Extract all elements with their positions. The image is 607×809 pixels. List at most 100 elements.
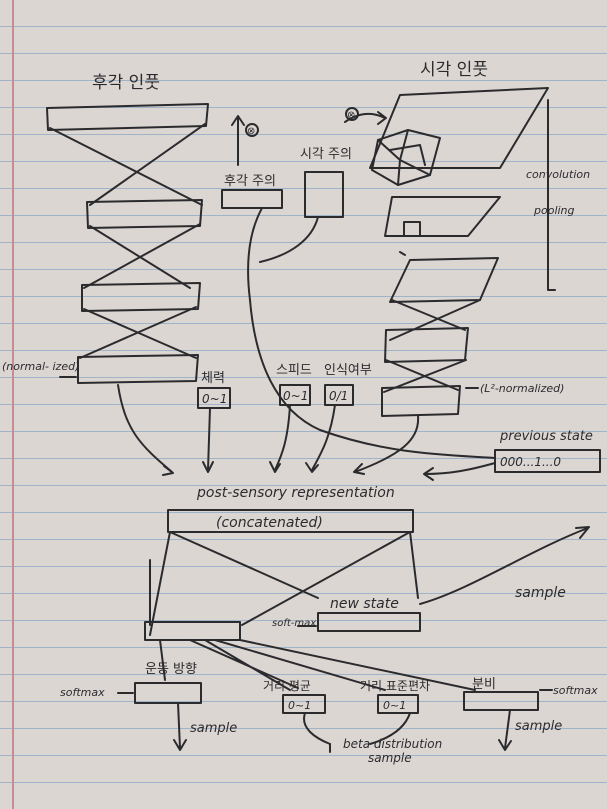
visual-pool-plane [384,196,501,237]
visual-fc-plane-2 [384,327,469,363]
normalized-left-label: (normal- ized) [2,360,79,373]
olfactory-output-layer [77,354,199,384]
arrow-stamina-to-rep [202,407,214,473]
olfactory-layer-2 [86,199,203,229]
softmax-left-label: softmax [60,686,105,699]
olfactory-cross-3 [79,306,197,359]
beta-sample-line1: beta distribution [343,737,442,751]
visual-output-layer [381,385,461,417]
concatenated-box [167,509,414,533]
speed-label: 스피드 [276,363,312,378]
olfactory-input-label: 후각 인풋 [92,73,160,93]
convolution-label: convolution [526,168,590,181]
distance-mean-block: 거리 평균 0~1 [263,679,326,714]
movement-direction-block: 운동 방향 softmax sample [60,662,237,751]
arrow-visual-to-rep [353,415,420,475]
olfactory-cross-1 [49,123,206,206]
olfactory-multiply-mark: ⊗ [247,126,255,137]
visual-cross-1 [389,299,481,341]
olfactory-layer-3 [81,282,201,312]
speed-range: 0~1 [283,389,308,403]
stamina-label: 체력 [201,371,225,386]
seen-range: 0/1 [329,389,348,403]
beta-sample-arrows [303,712,411,745]
discrimination-label: 분비 [472,677,496,692]
olfactory-attention: 후각 주의 ⊗ [221,115,283,209]
olfactory-multiply-icon [245,123,259,137]
distance-std-label: 거리 표준편차 [360,679,430,693]
visual-attention-arrow [344,111,387,125]
attention-feedback-line [247,207,496,459]
visual-attention-box [304,171,344,218]
visual-conv-cube-edges [377,129,431,186]
seen-label: 인식여부 [324,363,372,378]
action-connections [159,639,476,691]
softmax-right-label: softmax [553,684,598,697]
visual-fc-plane-1 [389,257,499,303]
olfactory-encoder: 후각 인풋 (normal- ized) [2,73,209,384]
visual-attention-link [259,216,319,263]
olfactory-cross-2 [83,223,201,289]
new-state-label: new state [330,596,399,612]
pooling-label: pooling [533,204,575,217]
seen-box [324,384,354,406]
post-sensory-label: post-sensory representation [196,485,395,501]
visual-tick [399,251,406,256]
conv-bracket [547,99,556,291]
normalized-right-label: (L²-normalized) [480,382,564,395]
new-state-sample-arrow [419,526,590,605]
visual-multiply-icon [345,107,359,121]
olfactory-attention-box [221,189,283,209]
visual-pool-window [403,221,421,237]
arrow-speed-to-rep [269,404,291,473]
softmax-new-label: soft-max [272,618,316,629]
sample-top-label: sample [515,585,566,601]
distance-mean-label: 거리 평균 [263,679,311,693]
speed-box [279,384,311,406]
input-arrows [117,207,496,481]
arrow-olfactory-to-rep [117,384,174,476]
beta-sample-line2: sample [368,751,412,765]
action-head [144,621,476,691]
discrimination-box [463,691,539,711]
stamina-box [197,387,231,409]
margin-line [12,0,14,809]
previous-state-box [494,449,601,473]
visual-encoder: 시각 인풋 (L²-normalized) convolution poolin… [369,60,590,417]
previous-state-label: previous state [499,429,593,444]
arrow-seen-to-rep [305,404,336,473]
beta-sample: beta distribution sample [303,712,442,765]
post-sensory-block: post-sensory representation (concatenate… [149,485,419,636]
visual-multiply-mark: ⊗ [347,110,355,121]
movement-direction-label: 운동 방향 [145,662,197,677]
new-state-box [317,612,421,632]
sample-right-label: sample [515,719,562,734]
scalar-inputs: 체력 0~1 스피드 0~1 인식여부 0/1 [197,363,372,409]
visual-attention-label: 시각 주의 [300,147,352,162]
visual-input-label: 시각 인풋 [420,60,488,80]
movement-sample-arrow [173,702,187,751]
visual-attention: 시각 주의 ⊗ [300,107,387,218]
visual-input-plane [369,87,549,169]
previous-state: previous state 000...1...0 [494,429,601,473]
movement-direction-box [134,682,202,704]
concatenated-label: (concatenated) [216,515,323,531]
action-hidden-box [144,621,241,641]
previous-state-value: 000...1...0 [500,455,561,469]
olfactory-input-layer [46,103,209,131]
dense-connections [149,531,419,636]
discrimination-sample-arrow [498,709,512,751]
arrow-previous-to-rep [423,462,496,481]
distance-mean-range: 0~1 [288,699,311,712]
normalized-left-text: (normal- ized) [2,360,79,373]
discrimination-block: 분비 softmax sample [463,677,598,751]
distance-std-block: 거리 표준편차 0~1 [360,679,430,714]
distance-std-range: 0~1 [383,699,406,712]
stamina-range: 0~1 [202,392,227,406]
attention-arrow-up [231,115,245,166]
distance-std-box [377,694,419,714]
sample-left-label: sample [190,721,237,736]
new-state-block: new state soft-max sample [272,526,590,632]
